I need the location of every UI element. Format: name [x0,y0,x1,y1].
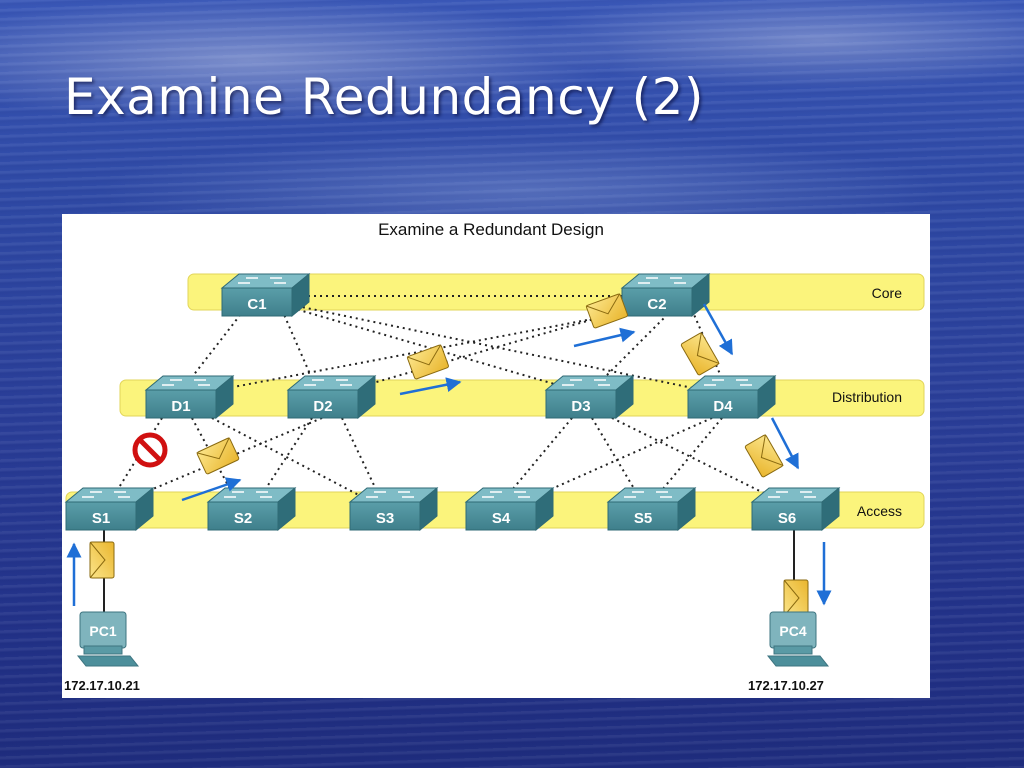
arrow-icon [573,327,636,348]
arrow-icon [702,303,734,356]
switch-label-c2: C2 [647,296,666,313]
distribution-switch-d4: D4 [687,375,776,419]
envelope-icon [744,433,784,479]
distribution-switch-d1: D1 [145,375,234,419]
switch-label-s1: S1 [92,510,110,527]
access-layer-label: Access [857,503,902,519]
access-switch-s5: S5 [607,487,696,531]
slide-title: Examine Redundancy (2) [64,68,705,126]
diagram-canvas: Examine a Redundant Design Core Distribu… [64,220,925,693]
envelope-icon [783,579,809,617]
arrow-icon [399,377,462,396]
access-switch-s4: S4 [465,487,554,531]
pc-icon: PC1 [76,611,140,667]
traffic-arrows [66,303,832,606]
distribution-layer-label: Distribution [832,389,902,405]
host-ip-pc1: 172.17.10.21 [64,678,140,693]
switch-label-s4: S4 [492,510,511,527]
active-links [103,530,795,614]
arrow-icon [181,477,242,502]
switch-label-s6: S6 [778,510,796,527]
switch-label-s5: S5 [634,510,652,527]
switch-label-s3: S3 [376,510,394,527]
switch-label-s2: S2 [234,510,252,527]
switch-label-d1: D1 [171,398,190,415]
distribution-layer-band: Distribution [119,379,925,417]
diagram-title: Examine a Redundant Design [378,220,604,239]
access-switch-s3: S3 [349,487,438,531]
distribution-switch-d2: D2 [287,375,376,419]
network-diagram: Examine a Redundant Design Core Distribu… [62,214,930,698]
envelope-icon [406,344,450,380]
access-switch-s1: S1 [65,487,154,531]
access-switch-s6: S6 [751,487,840,531]
envelope-icon [680,331,720,377]
no-entry-icon [132,432,168,468]
distribution-switch-d3: D3 [545,375,634,419]
core-layer-band: Core [187,273,925,311]
access-switch-s2: S2 [207,487,296,531]
switch-label-c1: C1 [247,296,266,313]
core-switch-c2: C2 [621,273,710,317]
envelope-icon [89,541,115,579]
core-layer-label: Core [872,285,903,301]
core-switch-c1: C1 [221,273,310,317]
arrow-icon [770,417,800,470]
host-ip-pc4: 172.17.10.27 [748,678,824,693]
host-label-pc1: PC1 [89,623,116,639]
switch-label-d4: D4 [713,398,733,415]
switch-label-d3: D3 [571,398,590,415]
pc-icon: PC4 [766,611,830,667]
envelope-icon [196,437,240,475]
host-label-pc4: PC4 [779,623,806,639]
switch-label-d2: D2 [313,398,332,415]
